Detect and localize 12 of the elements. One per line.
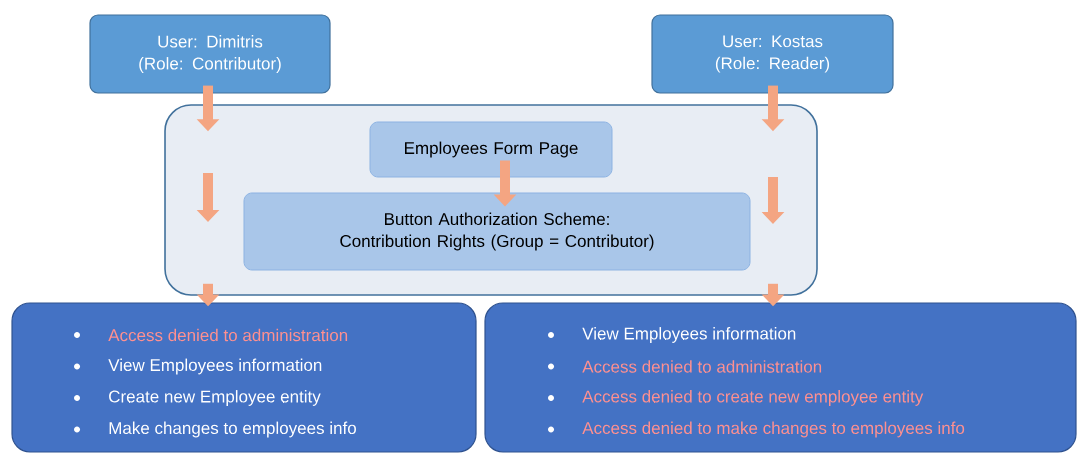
process-box: Employees Form Page [369, 121, 613, 178]
bullet-item: Make changes to employees info [74, 421, 356, 438]
bullet-item: Access denied to create new employee entity [548, 390, 924, 406]
bullet-item: Create new Employee entity [74, 390, 321, 406]
bullet-item: View Employees information [74, 358, 322, 375]
bullet-item: Access denied to administration [548, 360, 822, 373]
user-box: User: Kostas (Role: Reader) [651, 14, 894, 94]
bullet-item: Access denied to make changes to employees info [548, 421, 965, 438]
bullet-item: Access denied to administration [74, 328, 348, 342]
user-box: User: Dimitris (Role: Contributor) [89, 14, 331, 94]
process-box: Button Authorization Scheme: Contribution Rights (Group = Contributor) [243, 192, 751, 271]
bullet-item: View Employees information [548, 327, 796, 343]
